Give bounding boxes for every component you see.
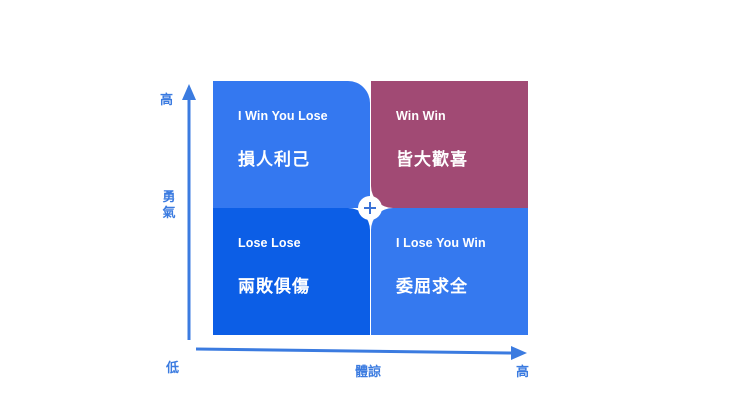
x-axis-title: 體諒 (355, 365, 382, 380)
quadrant-i-lose-you-win: I Lose You Win 委屈求全 (371, 208, 528, 335)
quadrant-title: Lose Lose (238, 236, 301, 250)
quadrant-title: I Lose You Win (396, 236, 486, 250)
y-axis-title: 勇氣 (162, 190, 176, 221)
y-axis-high-label: 高 (160, 93, 174, 108)
quadrant-label: 皆大歡喜 (396, 150, 468, 170)
quadrant-lose-lose: Lose Lose 兩敗俱傷 (213, 208, 370, 335)
quadrant-label: 損人利己 (238, 150, 310, 170)
y-axis-arrowhead (182, 84, 196, 100)
plus-icon[interactable] (358, 196, 382, 220)
axis-low-label: 低 (166, 361, 180, 376)
x-axis-high-label: 高 (516, 365, 530, 380)
quadrant-label: 委屈求全 (396, 277, 468, 297)
quadrant-win-win: Win Win 皆大歡喜 (371, 81, 528, 208)
quadrant-i-win-you-lose: I Win You Lose 損人利己 (213, 81, 370, 208)
x-axis-line (195, 347, 513, 355)
x-axis-arrowhead (511, 346, 527, 360)
quadrant-label: 兩敗俱傷 (238, 277, 310, 297)
quadrant-title: I Win You Lose (238, 109, 328, 123)
quadrant-title: Win Win (396, 109, 446, 123)
